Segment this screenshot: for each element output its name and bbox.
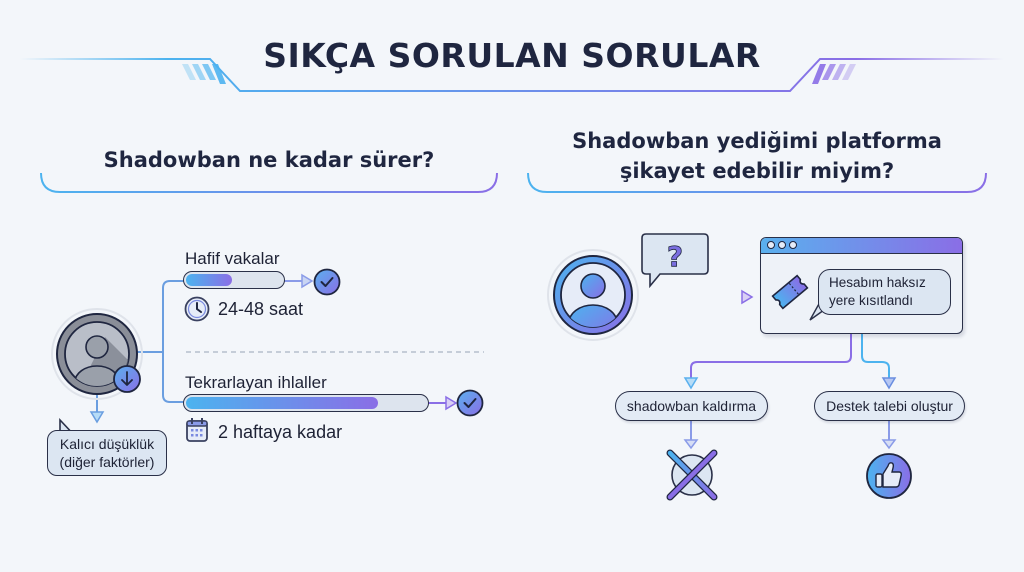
right-question-title: Shadowban yediğimi platforma şikayet ede…	[527, 126, 987, 186]
branch-label-light: Hafif vakalar	[185, 249, 280, 268]
x-icon	[666, 449, 718, 501]
window-dot	[789, 241, 797, 249]
arrow-down-icon	[113, 365, 141, 393]
check-icon	[456, 389, 484, 417]
permanent-note-line2: (diğer faktörler)	[59, 454, 155, 470]
right-question-underline	[527, 172, 987, 193]
right-question-line1: Shadowban yediğimi platforma	[572, 129, 942, 153]
question-mark-icon: ?	[641, 233, 709, 288]
complaint-line2: yere kısıtlandı	[829, 293, 914, 308]
check-icon	[313, 268, 341, 296]
duration-repeat: 2 haftaya kadar	[218, 422, 343, 442]
option-remove-shadowban[interactable]: shadowban kaldırma	[615, 391, 768, 421]
duration-light: 24-48 saat	[218, 299, 304, 319]
left-connectors	[89, 273, 484, 424]
option-create-support-ticket[interactable]: Destek talebi oluştur	[814, 391, 965, 421]
permanent-note-line1: Kalıcı düşüklük	[59, 436, 155, 452]
window-dot	[767, 241, 775, 249]
user-icon	[547, 249, 639, 341]
complaint-line1: Hesabım haksız	[829, 275, 926, 290]
header-decoration	[20, 58, 1004, 92]
calendar-icon	[186, 418, 208, 442]
left-question-underline	[40, 172, 498, 193]
progress-fill-repeat	[186, 397, 378, 409]
right-question-line2: şikayet edebilir miyim?	[619, 159, 895, 183]
complaint-message-bubble: Hesabım haksız yere kısıtlandı	[818, 269, 951, 315]
thumbs-up-icon	[866, 453, 912, 499]
page-title: SIKÇA SORULAN SORULAR	[263, 36, 761, 75]
ticket-icon	[771, 274, 809, 310]
left-question-title: Shadowban ne kadar sürer?	[103, 148, 435, 172]
svg-text:?: ?	[667, 240, 683, 273]
window-titlebar	[761, 238, 962, 254]
branch-label-repeat: Tekrarlayan ihlaller	[185, 373, 327, 392]
progress-bar-light	[183, 271, 285, 289]
progress-fill-light	[186, 274, 233, 286]
progress-bar-repeat	[183, 394, 429, 412]
window-dot	[778, 241, 786, 249]
clock-icon	[184, 296, 210, 322]
permanent-note-bubble: Kalıcı düşüklük (diğer faktörler)	[47, 430, 167, 476]
